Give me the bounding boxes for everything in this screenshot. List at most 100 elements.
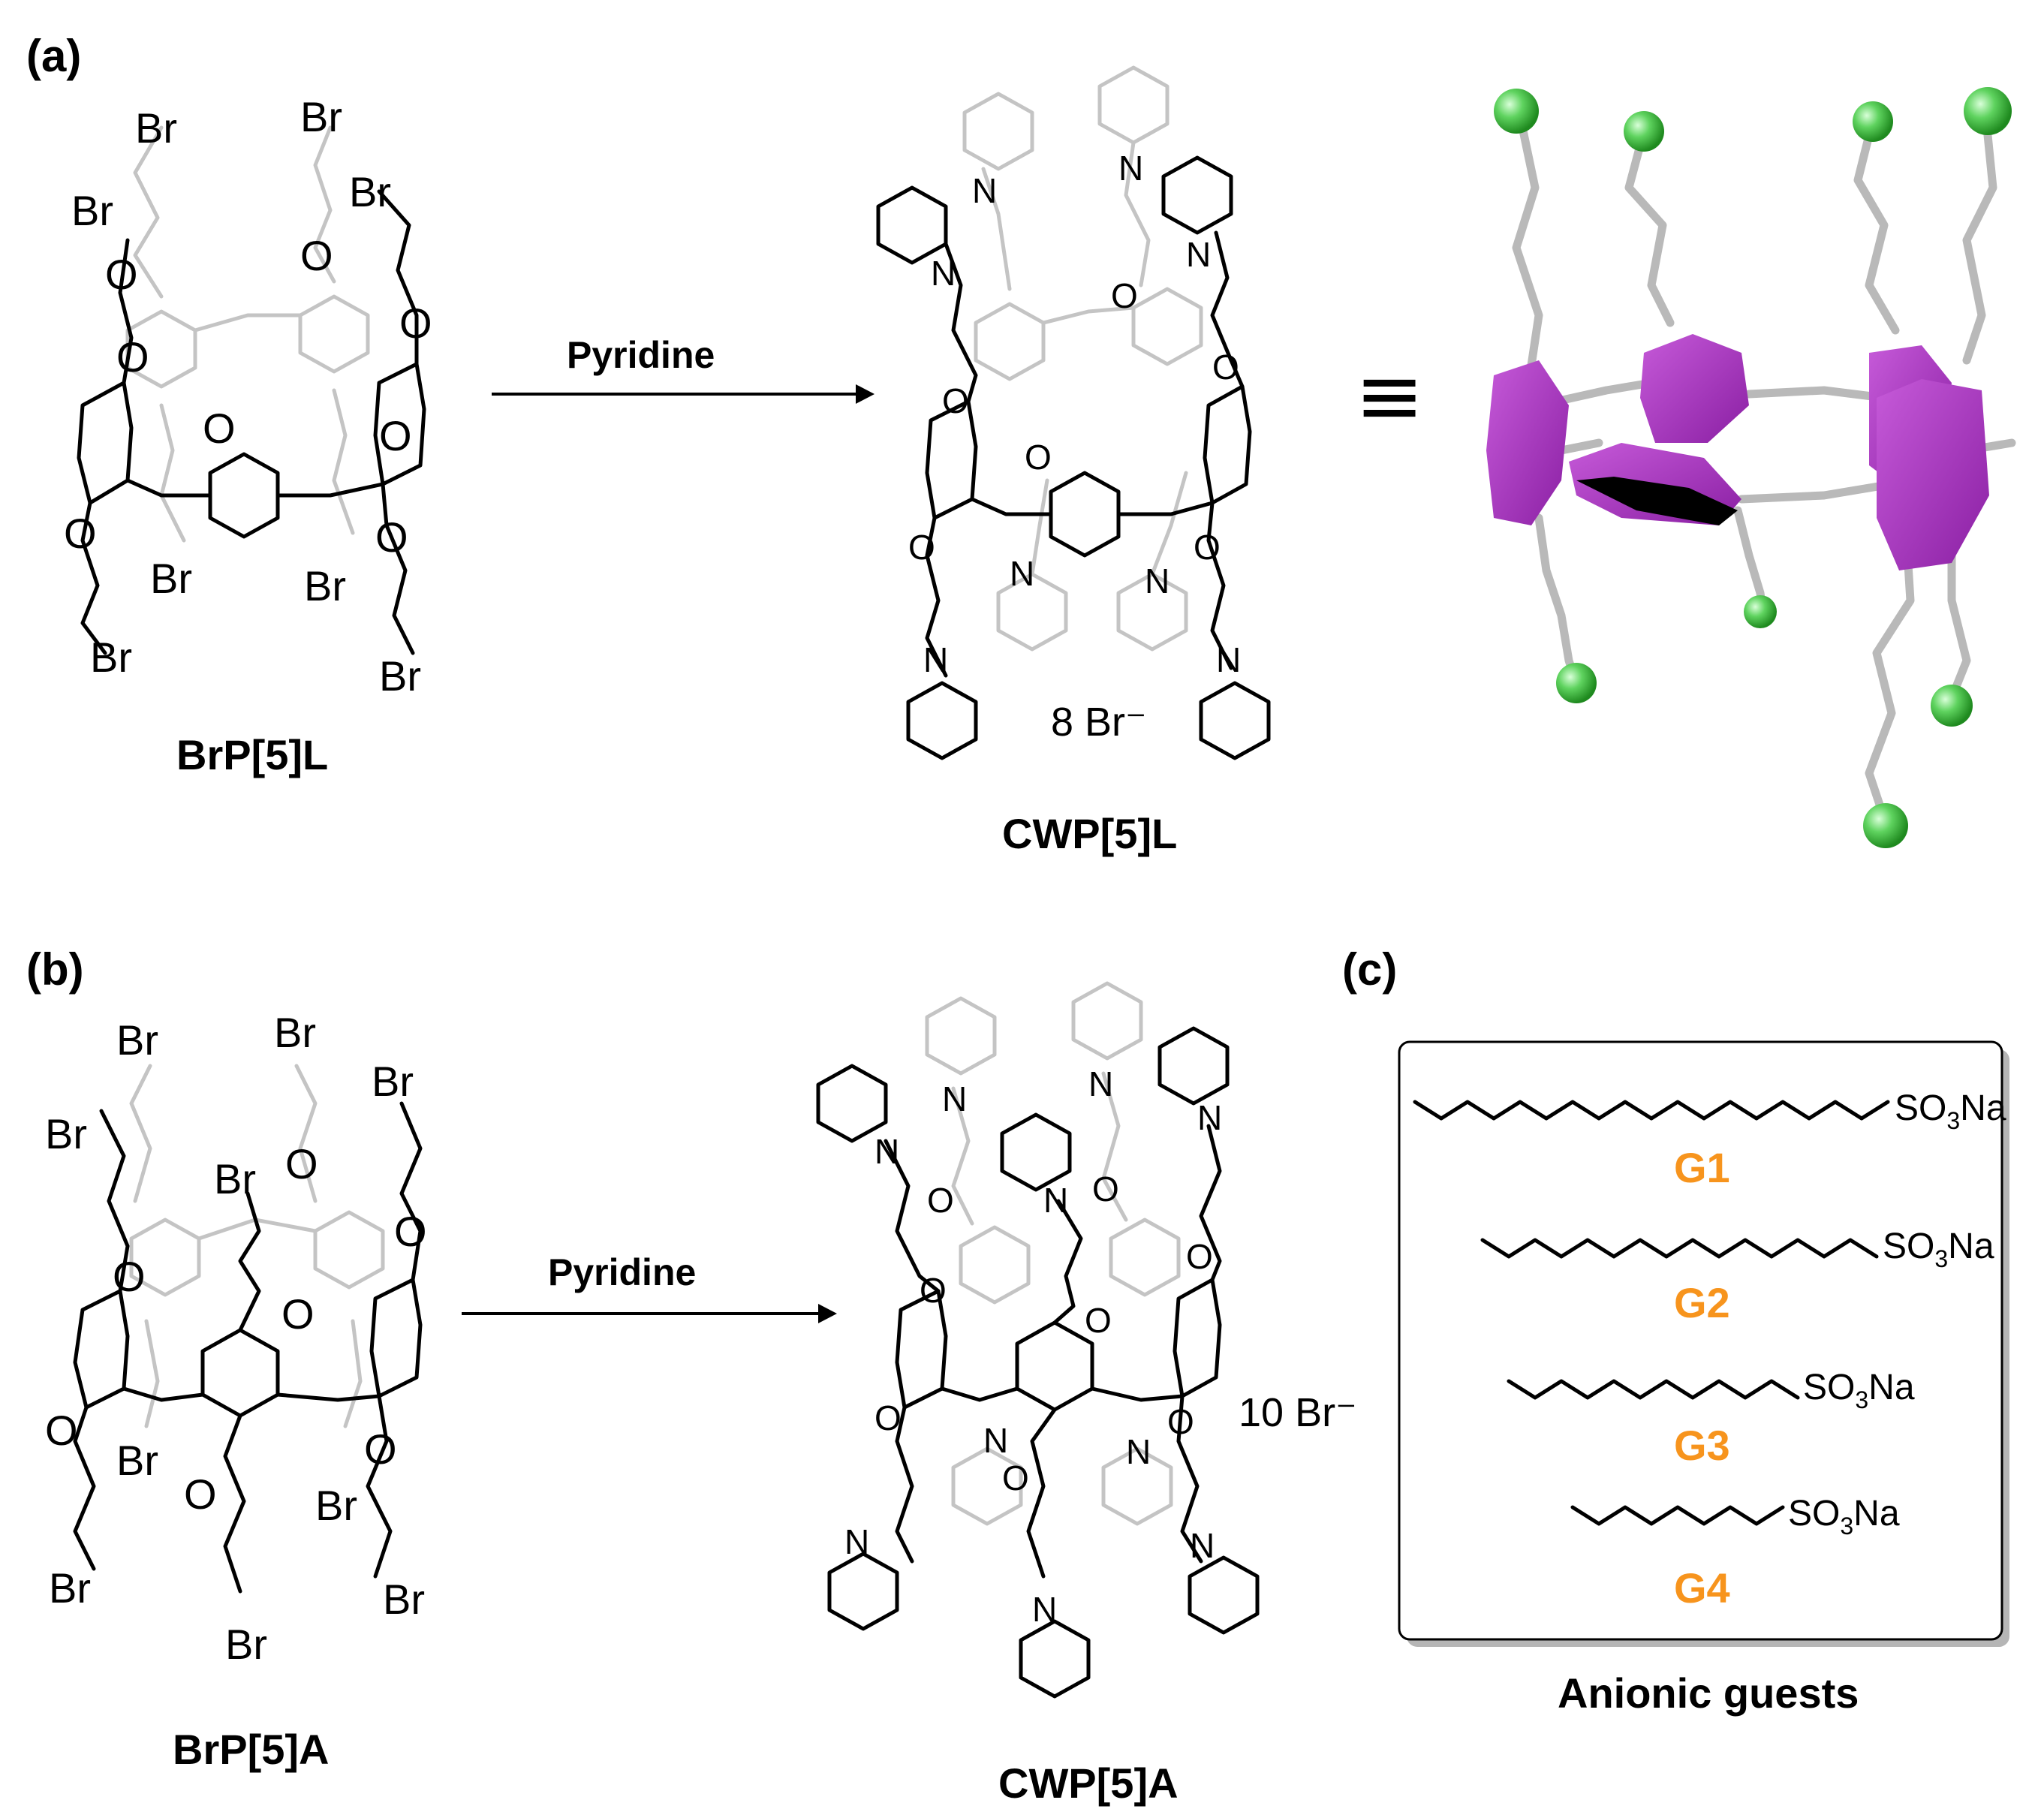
atom-label: Br [135,104,177,152]
atom-label: N [1190,1526,1215,1565]
arrow-head-b [818,1304,837,1323]
atom-label: O [64,510,97,557]
bromine-sphere [1931,685,1973,727]
structure-brp5l: Br Br O O O O Br Br Br Br O O O O Br Br [64,93,432,700]
atom-label: O [394,1208,427,1255]
sulfonate-label: SO3Na [1883,1227,1994,1272]
atom-label: Br [116,1016,158,1064]
atom-label: N [1145,561,1170,600]
atom-label: Br [71,187,113,234]
sulfonate-label: SO3Na [1895,1088,2006,1134]
atom-label: Br [383,1576,425,1623]
atom-label: Br [300,93,342,140]
guest-chain-g1 [1413,1100,1890,1121]
atom-label: O [1025,438,1052,477]
counterion-b: 10 Br⁻ [1239,1390,1357,1435]
atom-label: N [1043,1181,1068,1220]
atom-label: N [942,1079,967,1118]
atom-label: O [1002,1458,1029,1497]
bromine-sphere [1863,803,1908,848]
atom-label: O [203,405,236,452]
atom-label: Br [150,555,192,602]
panel-label-b: (b) [26,944,84,995]
atom-label: O [1186,1237,1213,1276]
atom-label: N [1216,640,1241,679]
atom-label: O [300,232,333,279]
counterion-a: 8 Br⁻ [1051,700,1147,745]
bromine-sphere [1556,663,1597,703]
atom-label: Br [315,1482,357,1529]
bromine-sphere [1494,89,1539,134]
atom-label: N [972,171,997,210]
atom-label: O [375,513,408,561]
atom-label: O [184,1470,217,1518]
atom-label: N [923,640,948,679]
guest-name-g4: G4 [1674,1564,1730,1612]
atom-label: O [285,1140,318,1187]
atom-label: N [874,1132,899,1171]
compound-name-brp5a: BrP[5]A [173,1726,329,1773]
atom-label: N [844,1522,869,1561]
bromine-sphere [1744,595,1777,628]
atom-label: N [1126,1432,1151,1471]
reagent-label-a: Pyridine [567,334,715,376]
structure-cwp5l: N N O O N N N N O O O O N N [876,65,1271,760]
atom-label: N [1010,554,1034,593]
atom-label: O [113,1253,146,1300]
guest-chain-g2 [1480,1238,1879,1259]
molecular-model-3d [1486,87,2016,848]
atom-label: Br [274,1009,316,1056]
guest-name-g2: G2 [1674,1279,1730,1326]
guest-name-g1: G1 [1674,1144,1730,1191]
atom-label: O [364,1425,397,1473]
guests-title: Anionic guests [1558,1669,1859,1717]
guest-chain-g4 [1570,1505,1785,1526]
atom-label: N [983,1421,1008,1460]
atom-label: O [116,333,149,381]
guests-panel: SO3Na SO3Na SO3Na SO3Na G1 G2 G3 G4 Anio… [1398,1040,2009,1717]
atom-label: Br [45,1110,87,1157]
reagent-label-b: Pyridine [548,1251,696,1293]
guest-chain-g3 [1507,1379,1800,1400]
guests-box [1398,1040,2003,1641]
compound-name-cwp5l: CWP[5]L [1002,810,1177,857]
atom-label: O [281,1290,315,1338]
atom-label: Br [214,1155,256,1202]
atom-label: O [399,299,432,347]
structure-cwp5a: N N O O N N N N N O O O [816,981,1260,1699]
sulfonate-label: SO3Na [1803,1368,1915,1413]
atom-label: N [1032,1590,1057,1629]
atom-label: O [1085,1301,1112,1340]
atom-label: Br [349,168,391,215]
atom-label: N [1186,235,1211,274]
atom-label: N [1197,1098,1222,1137]
atom-label: O [908,528,935,567]
atom-label: O [1092,1169,1119,1208]
atom-label: Br [372,1058,414,1105]
atom-label: O [927,1181,954,1220]
equivalence-symbol: ≡ [1355,348,1424,444]
atom-label: Br [116,1437,158,1484]
atom-label: O [1194,528,1221,567]
sulfonate-label: SO3Na [1788,1494,1900,1540]
atom-label: Br [49,1564,91,1612]
bromine-sphere [1853,101,1893,142]
bromine-sphere [1624,111,1664,152]
atom-label: Br [304,562,346,610]
atom-label: O [920,1271,947,1310]
atom-label: N [1088,1064,1113,1103]
guest-name-g3: G3 [1674,1422,1730,1469]
compound-name-cwp5a: CWP[5]A [998,1759,1179,1807]
compound-name-brp5l: BrP[5]L [176,731,328,778]
atom-label: O [1212,348,1239,387]
atom-label: O [942,381,969,420]
phenylene-ring [1486,334,1989,570]
atom-label: Br [90,634,132,681]
atom-label: O [1111,276,1138,315]
atom-label: Br [379,652,421,700]
structure-brp5a: Br Br O Br Br Br Br Br O O O O O O Br Br… [45,1009,427,1668]
atom-label: O [45,1407,78,1454]
panel-label-c: (c) [1342,944,1397,995]
atom-label: O [874,1398,902,1437]
